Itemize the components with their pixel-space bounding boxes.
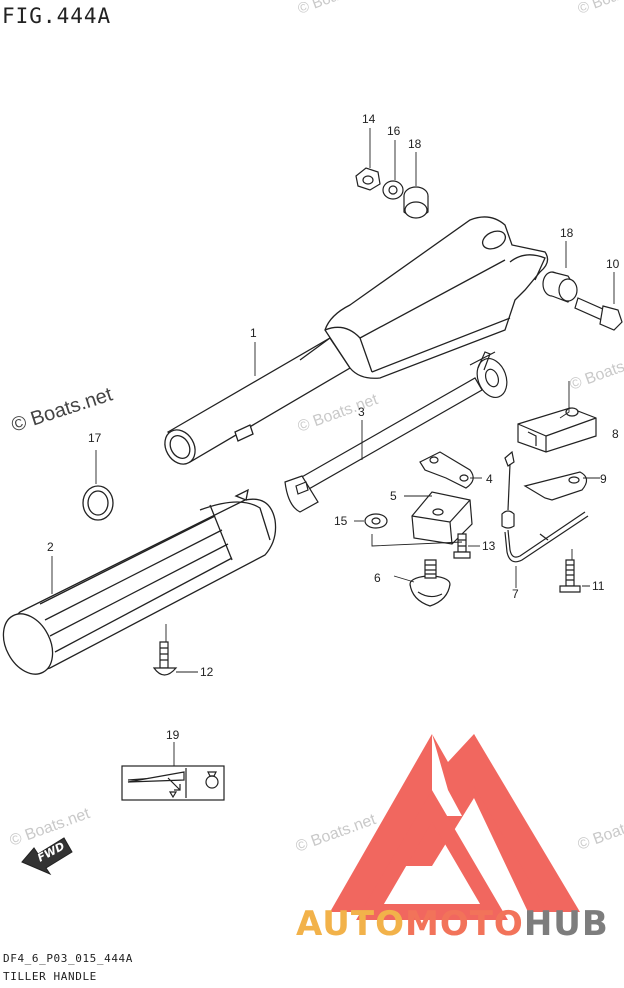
stop-cable-7	[501, 450, 589, 563]
callout-15: 15	[334, 514, 348, 528]
callout-17: 17	[88, 431, 102, 445]
callout-15-16: 16	[387, 124, 401, 138]
bracket-5	[411, 491, 473, 545]
watermark-faint: © Boats.net	[296, 391, 381, 436]
callout-19: 19	[166, 728, 180, 742]
leader-lines	[51, 128, 615, 766]
brand-part-hub: HUB	[523, 904, 609, 944]
screw-13	[453, 533, 471, 559]
callout-14: 14	[362, 112, 376, 126]
automotohub-wordmark: AUTOMOTOHUB	[296, 904, 609, 944]
bushing-18-top	[403, 186, 429, 219]
throttle-grip	[2, 488, 277, 675]
callout-6: 6	[374, 571, 381, 585]
figure-subtitle: TILLER HANDLE	[3, 970, 97, 983]
callout-11: 11	[592, 579, 605, 593]
throttle-shaft	[284, 351, 508, 513]
callout-18-right: 18	[560, 226, 574, 240]
callout-3: 3	[358, 405, 365, 419]
callout-13: 13	[482, 539, 496, 553]
plate-9	[523, 471, 588, 501]
watermark-faint: © Boats.net	[568, 349, 624, 394]
callout-5: 5	[390, 489, 397, 503]
watermark-faint: © Boats.net	[576, 0, 624, 18]
bushing-18-right	[542, 271, 578, 303]
figure-title: FIG.444A	[2, 4, 112, 28]
washer-15	[364, 513, 388, 529]
callout-7: 7	[512, 587, 519, 601]
callout-18-top: 18	[408, 137, 422, 151]
tiller-handle-tube	[164, 216, 549, 465]
bolt-10	[574, 297, 623, 331]
brand-part-auto: AUTO	[296, 904, 405, 944]
watermark-faint: © Boats.net	[8, 805, 93, 850]
decal-19	[121, 765, 225, 801]
o-ring-17	[82, 485, 114, 521]
callout-12: 12	[200, 665, 214, 679]
callout-9: 9	[600, 472, 607, 486]
screw-12	[152, 641, 178, 676]
screw-11	[559, 559, 581, 593]
watermark-faint: © Boats.net	[294, 811, 379, 856]
callout-8: 8	[612, 427, 619, 441]
callout-4: 4	[486, 472, 493, 486]
figure-code: DF4_6_P03_015_444A	[3, 952, 134, 965]
watermark-faint: © Boats.net	[296, 0, 376, 18]
automotohub-logo-icon	[330, 734, 580, 920]
watermark-faint: © Boats.net	[576, 809, 624, 854]
washer-16	[382, 180, 404, 200]
block-8	[517, 407, 597, 453]
nut-14	[355, 167, 381, 191]
callout-10: 10	[606, 257, 620, 271]
watermark-main: © Boats.net	[9, 383, 116, 436]
callout-labels: 1 2 3 4 5 6 7 8 9 10 11 12 13 14 16 15 1…	[47, 112, 620, 742]
brand-part-moto: MOTO	[404, 904, 524, 944]
plate-4	[419, 451, 474, 489]
callout-1: 1	[250, 326, 257, 340]
knob-6	[409, 559, 451, 607]
callout-2: 2	[47, 540, 54, 554]
